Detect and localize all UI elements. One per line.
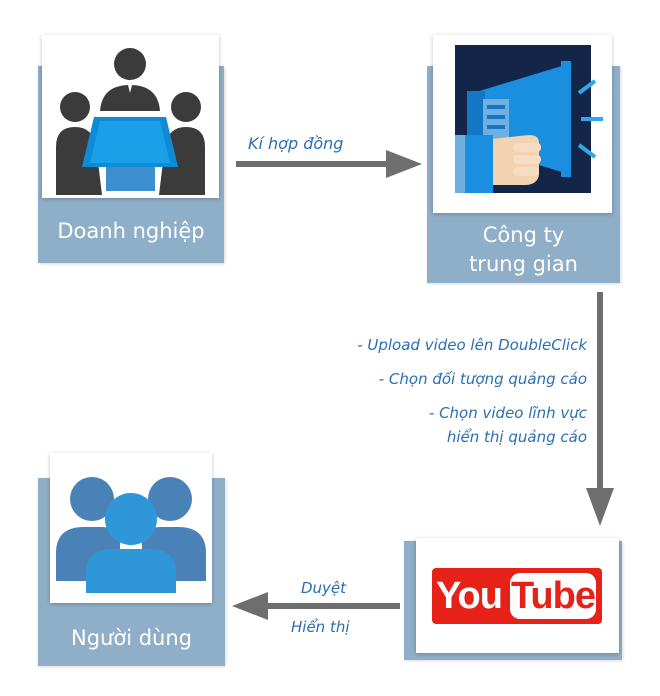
edge-label-chon-video: - Chọn video lĩnh vực: [428, 404, 587, 422]
node-youtube-image-frame: You Tube: [416, 538, 619, 653]
node-nguoi-dung-label: Người dùng: [71, 626, 192, 650]
edge-label-hien-thi: Hiển thị: [291, 618, 350, 636]
node-nguoi-dung-image-frame: [50, 453, 212, 603]
arrow-doanh-nghiep-to-cong-ty: [236, 150, 422, 178]
edge-label-duyet: Duyệt: [301, 579, 347, 597]
youtube-logo: You Tube: [432, 568, 602, 624]
node-cong-ty-label-line2: trung gian: [469, 252, 578, 276]
megaphone-icon: [455, 45, 603, 193]
users-group-icon: [56, 477, 206, 593]
node-cong-ty-image-frame: [433, 35, 612, 213]
edge-label-chon-doi-tuong: - Chọn đối tượng quảng cáo: [378, 370, 587, 388]
node-youtube: You Tube: [404, 538, 622, 660]
youtube-logo-you: You: [436, 575, 503, 617]
edge-label-ki-hop-dong: Kí hợp đồng: [248, 134, 344, 153]
node-nguoi-dung: Người dùng: [38, 453, 225, 666]
meeting-icon: [56, 48, 205, 195]
edge-label-upload-video: - Upload video lên DoubleClick: [357, 336, 587, 354]
arrow-cong-ty-to-youtube: [586, 292, 614, 526]
node-cong-ty-trung-gian: Công ty trung gian: [427, 35, 620, 283]
edge-label-hien-thi-quang-cao: hiển thị quảng cáo: [446, 428, 587, 446]
node-cong-ty-label-line1: Công ty: [482, 223, 565, 247]
node-doanh-nghiep-image-frame: [42, 35, 219, 198]
youtube-logo-tube: Tube: [510, 573, 596, 619]
arrow-youtube-to-nguoi-dung: [232, 592, 400, 620]
node-doanh-nghiep-label: Doanh nghiệp: [57, 219, 205, 243]
node-doanh-nghiep: Doanh nghiệp: [38, 35, 224, 263]
